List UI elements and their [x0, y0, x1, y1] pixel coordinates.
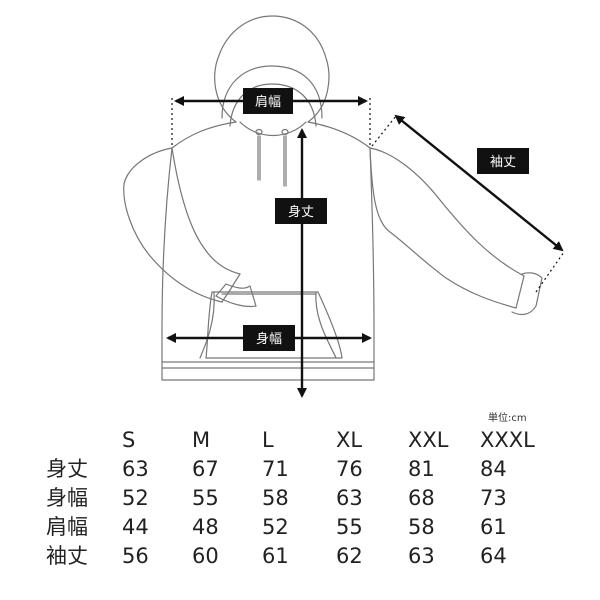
table-cell: 63: [408, 544, 435, 568]
table-cell: 58: [408, 515, 435, 539]
table-cell: 56: [122, 544, 149, 568]
hoodie-diagram: 肩幅 袖丈 身丈 身幅: [123, 15, 565, 398]
table-cell: 68: [408, 486, 435, 510]
svg-text:袖丈: 袖丈: [490, 155, 516, 170]
size-header: S: [122, 428, 136, 452]
size-header: XXL: [408, 428, 449, 452]
table-cell: 81: [408, 457, 435, 481]
table-cell: 84: [480, 457, 507, 481]
row-label: 肩幅: [46, 515, 88, 539]
svg-text:身幅: 身幅: [256, 331, 282, 347]
table-cell: 63: [122, 457, 149, 481]
table-cell: 62: [336, 544, 363, 568]
table-cell: 73: [480, 486, 507, 510]
table-cell: 71: [262, 457, 289, 481]
svg-text:肩幅: 肩幅: [255, 94, 281, 110]
table-cell: 60: [192, 544, 219, 568]
table-cell: 64: [480, 544, 507, 568]
size-header: M: [192, 428, 211, 452]
table-cell: 52: [122, 486, 149, 510]
shoulder-width-label: 肩幅: [243, 88, 293, 114]
table-cell: 44: [122, 515, 149, 539]
table-cell: 52: [262, 515, 289, 539]
guide-lines: [171, 98, 565, 293]
sleeve-length-label: 袖丈: [477, 148, 529, 174]
body-length-label: 身丈: [275, 198, 327, 224]
table-cell: 63: [336, 486, 363, 510]
table-cell: 61: [480, 515, 507, 539]
sleeve-length-arrow: [394, 114, 564, 252]
table-header-row: S M L XL XXL XXXL: [46, 426, 540, 455]
table-row: 身丈 63 67 71 76 81 84: [46, 455, 540, 484]
row-label: 身幅: [46, 486, 88, 510]
size-header: L: [262, 428, 274, 452]
table-cell: 55: [192, 486, 219, 510]
measurement-arrows: [166, 96, 564, 398]
table-row: 袖丈 56 60 61 62 63 64: [46, 542, 540, 571]
hoodie-outline: [123, 15, 543, 381]
table-cell: 48: [192, 515, 219, 539]
size-header: XXXL: [480, 428, 535, 452]
unit-note: 単位:cm: [488, 413, 527, 424]
row-label: 身丈: [46, 457, 88, 481]
table-cell: 76: [336, 457, 363, 481]
table-corner: [46, 426, 122, 455]
table-cell: 55: [336, 515, 363, 539]
size-table: S M L XL XXL XXXL 身丈 63 67 71 76 81 84 身…: [46, 426, 540, 571]
table-row: 肩幅 44 48 52 55 58 61: [46, 513, 540, 542]
table-cell: 58: [262, 486, 289, 510]
body-width-label: 身幅: [243, 325, 295, 351]
size-header: XL: [336, 428, 363, 452]
row-label: 袖丈: [46, 544, 88, 568]
table-row: 身幅 52 55 58 63 68 73: [46, 484, 540, 513]
svg-text:身丈: 身丈: [288, 204, 314, 220]
table-cell: 61: [262, 544, 289, 568]
table-cell: 67: [192, 457, 219, 481]
